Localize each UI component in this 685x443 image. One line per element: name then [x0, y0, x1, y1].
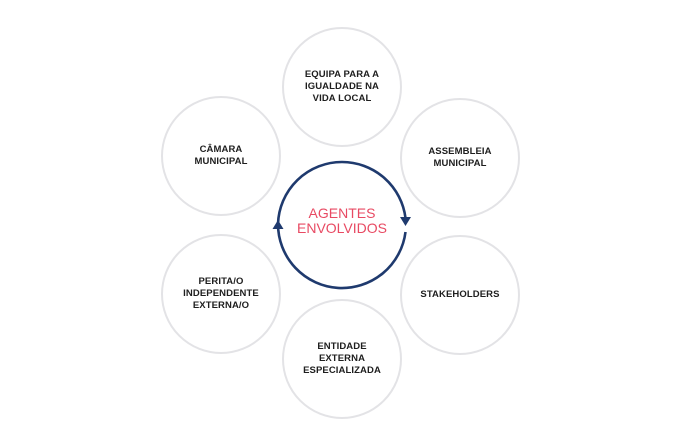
node-lower-right: STAKEHOLDERS	[400, 235, 520, 355]
node-label: EQUIPA PARA A IGUALDADE NA VIDA LOCAL	[304, 69, 380, 104]
node-upper-left: CÂMARA MUNICIPAL	[161, 96, 281, 216]
node-label: PERITA/O INDEPENDENTE EXTERNA/O	[183, 276, 259, 311]
cycle-arrow-icon	[272, 220, 284, 229]
node-label: CÂMARA MUNICIPAL	[194, 144, 248, 167]
node-bottom: ENTIDADE EXTERNA ESPECIALIZADA	[282, 299, 402, 419]
node-top: EQUIPA PARA A IGUALDADE NA VIDA LOCAL	[282, 27, 402, 147]
cycle-arc-bottom	[276, 223, 407, 290]
node-label: STAKEHOLDERS	[420, 289, 500, 300]
node-label: ASSEMBLEIA MUNICIPAL	[428, 146, 492, 169]
cycle-arrow-icon	[400, 217, 411, 226]
node-lower-left: PERITA/O INDEPENDENTE EXTERNA/O	[161, 234, 281, 354]
node-label: ENTIDADE EXTERNA ESPECIALIZADA	[303, 341, 381, 376]
cycle-arc-left	[276, 160, 343, 225]
cycle-arc-right	[341, 160, 407, 219]
node-upper-right: ASSEMBLEIA MUNICIPAL	[400, 98, 520, 218]
center-title: AGENTES ENVOLVIDOS	[297, 205, 387, 236]
